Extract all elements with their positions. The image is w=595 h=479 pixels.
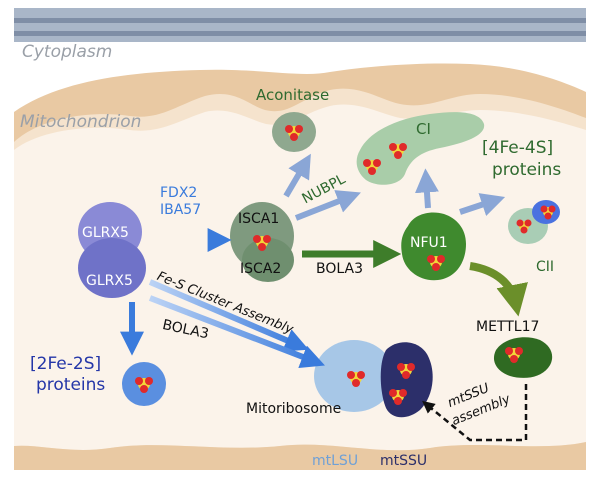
cytoplasm-band — [14, 8, 586, 42]
arrow-nfu1-to-cii — [459, 193, 506, 216]
complex-i-protein — [356, 112, 485, 185]
pathway-arrows — [120, 153, 528, 442]
fe2s2-label-line1: [2Fe-2S] — [30, 354, 102, 374]
fes-cluster-icons — [135, 125, 556, 405]
arrow-glrx5-to-ribosome-1 — [148, 279, 309, 352]
arrow-glrx5-to-ribosome-2 — [148, 295, 325, 369]
fe4s4-label-line1: [4Fe-4S] — [482, 138, 554, 158]
arrow-isca-to-aconitase — [283, 153, 311, 198]
cytoplasm-label: Cytoplasm — [22, 42, 113, 62]
legend-mtssu: mtSSU — [380, 453, 428, 469]
cii-label: CII — [536, 259, 555, 275]
glrx5-top-label: GLRX5 — [82, 225, 129, 241]
isca2-label: ISCA2 — [240, 261, 282, 277]
nfu1-protein — [401, 212, 466, 281]
mitoribosome-label: Mitoribosome — [246, 401, 342, 417]
fe2s2-label-line2: proteins — [36, 375, 106, 395]
arrow-isca-to-ci — [294, 190, 361, 221]
mettl17-label: METTL17 — [476, 319, 540, 335]
nfu1-label: NFU1 — [410, 235, 448, 251]
glrx5-dimer — [78, 202, 146, 298]
matrix — [14, 104, 586, 451]
arrow-nfu1-to-ci — [414, 168, 439, 209]
arrow-nfu1-to-mettl17 — [469, 262, 528, 317]
legend-mtlsu: mtLSU — [312, 453, 359, 469]
mitochondrion-label: Mitochondrion — [20, 112, 142, 132]
glrx5-bottom-label: GLRX5 — [86, 273, 133, 289]
aconitase-label: Aconitase — [256, 86, 330, 104]
arrow-mettl17-to-ribosome — [422, 384, 528, 442]
fe4s4-label-line2: proteins — [492, 160, 562, 180]
ci-label: CI — [416, 120, 431, 138]
fdx2-label: FDX2 — [160, 185, 198, 201]
isca1-label: ISCA1 — [238, 211, 280, 227]
bola3-upper-label: BOLA3 — [316, 261, 363, 277]
iba57-label: IBA57 — [160, 202, 202, 218]
